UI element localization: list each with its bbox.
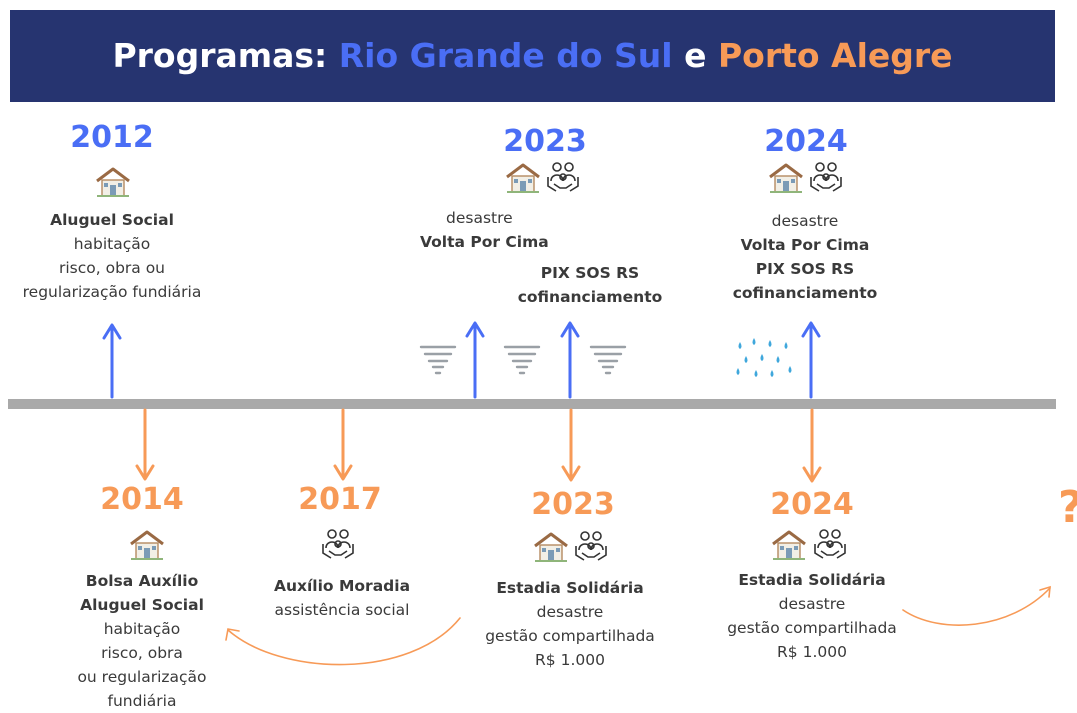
program-line: assistência social xyxy=(274,601,410,619)
program-line: cofinanciamento xyxy=(732,284,878,302)
family-care-icon xyxy=(546,160,580,194)
curved-arrow-left xyxy=(225,617,461,666)
program-line: risco, obra ou xyxy=(58,259,166,277)
title-city: Porto Alegre xyxy=(717,36,953,75)
timeline-bar xyxy=(8,399,1056,409)
family-care-icon xyxy=(813,527,847,561)
year-2017-bottom: 2017 xyxy=(298,482,382,517)
page-title: Programas: Rio Grande do Sul e Porto Ale… xyxy=(10,10,1055,102)
program-line: habitação xyxy=(103,620,181,638)
program-2012-rs: Aluguel Social habitação risco, obra ou … xyxy=(12,208,212,304)
arrow-down-2024 xyxy=(802,408,822,483)
program-line: desastre xyxy=(536,603,604,621)
family-care-icon xyxy=(809,160,843,194)
family-care-icon xyxy=(574,529,608,563)
year-2024-top: 2024 xyxy=(764,124,848,159)
house-icon xyxy=(95,167,131,197)
program-name: Estadia Solidária xyxy=(496,579,644,597)
program-line: desastre xyxy=(778,595,846,613)
program-name: PIX SOS RS xyxy=(540,264,640,282)
curved-arrow-right xyxy=(902,585,1051,626)
program-line: risco, obra xyxy=(101,644,183,662)
house-icon xyxy=(505,163,541,193)
program-2023-rs-a: desastre Volta Por Cima xyxy=(420,206,560,254)
program-2014-poa: Bolsa Auxílio Aluguel Social habitação r… xyxy=(52,569,232,713)
arrow-up-2012 xyxy=(102,323,122,399)
program-line: fundiária xyxy=(107,692,177,710)
program-line: cofinanciamento xyxy=(517,288,663,306)
tornado-icon xyxy=(588,343,628,377)
program-line: habitação xyxy=(73,235,151,253)
program-name: Aluguel Social xyxy=(50,211,174,229)
program-line: R$ 1.000 xyxy=(535,651,605,669)
program-name: Volta Por Cima xyxy=(420,233,549,251)
program-line: regularização fundiária xyxy=(22,283,202,301)
future-question-mark: ? xyxy=(1058,482,1077,533)
year-2014-bottom: 2014 xyxy=(100,482,184,517)
tornado-icon xyxy=(502,343,542,377)
program-name: Bolsa Auxílio xyxy=(85,572,199,590)
year-2024-bottom: 2024 xyxy=(770,487,854,522)
house-icon xyxy=(768,163,804,193)
program-2023-rs-b: PIX SOS RS cofinanciamento xyxy=(505,261,675,309)
program-2024-rs: desastre Volta Por Cima PIX SOS RS cofin… xyxy=(715,209,895,305)
family-care-icon xyxy=(321,527,355,561)
title-state: Rio Grande do Sul xyxy=(338,36,673,75)
house-icon xyxy=(771,530,807,560)
program-line: gestão compartilhada xyxy=(485,627,655,645)
arrow-up-2024 xyxy=(801,321,821,399)
program-line: desastre xyxy=(446,209,513,227)
arrow-up-2023-b xyxy=(560,321,580,399)
program-name: Auxílio Moradia xyxy=(273,577,411,595)
program-name: Aluguel Social xyxy=(80,596,204,614)
tornado-icon xyxy=(418,343,458,377)
program-line: desastre xyxy=(771,212,839,230)
program-name: Estadia Solidária xyxy=(738,571,886,589)
program-line: ou regularização xyxy=(77,668,207,686)
arrow-down-2014 xyxy=(135,408,155,481)
rain-icon xyxy=(732,336,796,380)
title-conj: e xyxy=(684,36,707,75)
title-prefix: Programas: xyxy=(112,36,328,75)
program-line: R$ 1.000 xyxy=(777,643,847,661)
program-line: gestão compartilhada xyxy=(727,619,897,637)
program-name: PIX SOS RS xyxy=(755,260,855,278)
program-2017-poa: Auxílio Moradia assistência social xyxy=(252,574,432,622)
program-2024-poa: Estadia Solidária desastre gestão compar… xyxy=(717,568,907,664)
program-name: Volta Por Cima xyxy=(740,236,870,254)
program-2023-poa: Estadia Solidária desastre gestão compar… xyxy=(475,576,665,672)
house-icon xyxy=(129,530,165,560)
year-2012-top: 2012 xyxy=(70,120,154,155)
year-2023-top: 2023 xyxy=(503,124,587,159)
arrow-up-2023-a xyxy=(465,321,485,399)
year-2023-bottom: 2023 xyxy=(531,487,615,522)
arrow-down-2017 xyxy=(333,408,353,481)
house-icon xyxy=(533,532,569,562)
arrow-down-2023 xyxy=(561,408,581,482)
header-banner: Programas: Rio Grande do Sul e Porto Ale… xyxy=(10,10,1055,102)
